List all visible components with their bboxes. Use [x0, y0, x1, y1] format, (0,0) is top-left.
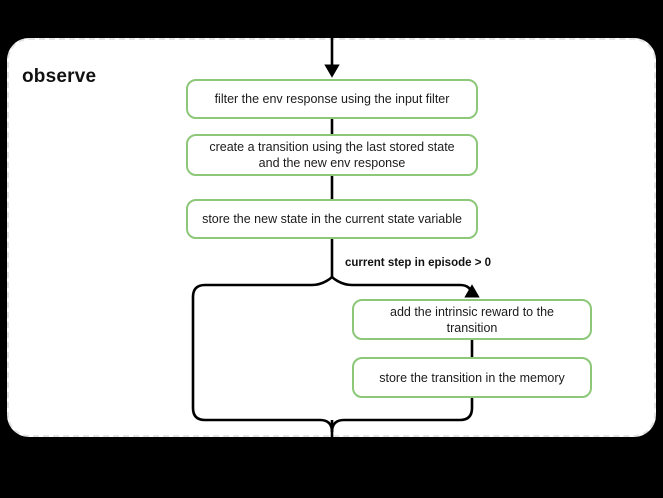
node-store-transition-memory[interactable]: store the transition in the memory: [352, 357, 592, 398]
node-add-intrinsic-reward[interactable]: add the intrinsic reward to the transiti…: [352, 299, 592, 340]
node-filter-env-response[interactable]: filter the env response using the input …: [186, 79, 478, 119]
node-store-new-state[interactable]: store the new state in the current state…: [186, 199, 478, 239]
node-create-transition[interactable]: create a transition using the last store…: [186, 134, 478, 176]
observe-subgraph-title: observe: [22, 66, 97, 87]
branch-condition-label: current step in episode > 0: [345, 257, 492, 269]
